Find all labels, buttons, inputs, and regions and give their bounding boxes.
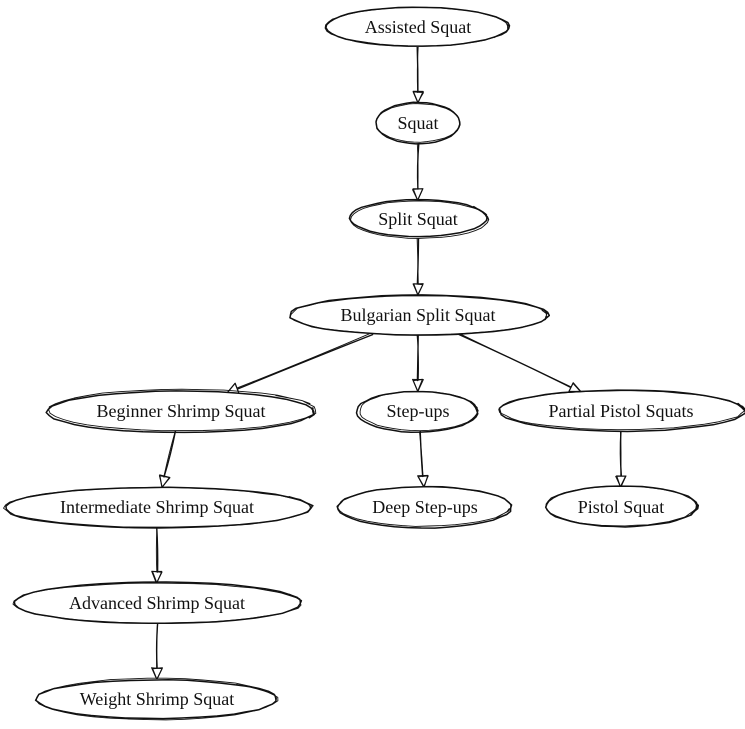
node-outline <box>324 6 510 47</box>
node-outline <box>545 485 698 527</box>
node-squat: Squat <box>375 101 461 145</box>
node-advanced-shrimp-squat: Advanced Shrimp Squat <box>12 581 303 625</box>
edge-squat-to-split-squat <box>412 141 424 201</box>
node-label: Intermediate Shrimp Squat <box>60 497 254 517</box>
edge-line <box>416 237 419 285</box>
node-label: Assisted Squat <box>365 17 472 37</box>
edge-line <box>163 430 176 477</box>
node-outline <box>35 677 279 721</box>
edge-partial-pistol-squats-to-pistol-squat <box>615 430 627 488</box>
node-fill <box>499 391 743 431</box>
node-label: Split Squat <box>378 209 458 229</box>
edge-bulgarian-split-squat-to-beginner-shrimp-squat <box>226 332 374 394</box>
edge-line <box>416 333 420 381</box>
node-assisted-squat: Assisted Squat <box>324 6 511 47</box>
node-fill <box>358 391 478 431</box>
node-fill <box>3 487 311 527</box>
edge-line <box>416 143 419 190</box>
node-weight-shrimp-squat: Weight Shrimp Squat <box>34 677 279 721</box>
edge-line <box>416 334 419 382</box>
node-fill <box>288 295 548 335</box>
node-label: Bulgarian Split Squat <box>341 305 496 325</box>
edge-beginner-shrimp-squat-to-intermediate-shrimp-squat <box>158 430 177 489</box>
node-outline <box>498 390 745 431</box>
edge-intermediate-shrimp-squat-to-advanced-shrimp-squat <box>151 526 163 584</box>
node-outline <box>337 486 512 527</box>
edges-layer <box>151 45 627 681</box>
arrow-head <box>412 378 424 392</box>
edge-line <box>619 430 622 476</box>
node-fill <box>37 679 277 719</box>
arrow-head <box>152 570 163 584</box>
node-split-squat: Split Squat <box>348 198 490 239</box>
arrow-head <box>412 188 424 201</box>
node-label: Pistol Squat <box>578 497 665 517</box>
node-step-ups: Step-ups <box>355 390 479 433</box>
edge-line <box>237 333 374 390</box>
node-pistol-squat: Pistol Squat <box>544 485 700 528</box>
node-label: Advanced Shrimp Squat <box>69 593 245 613</box>
arrow-head <box>151 667 163 680</box>
node-partial-pistol-squats: Partial Pistol Squats <box>498 389 745 433</box>
node-label: Partial Pistol Squats <box>548 401 693 421</box>
edge-step-ups-to-deep-step-ups <box>417 430 429 488</box>
node-outline <box>289 295 548 336</box>
node-label: Squat <box>397 113 438 133</box>
node-fill <box>544 487 698 527</box>
node-deep-step-ups: Deep Step-ups <box>336 485 513 529</box>
node-fill <box>48 391 314 431</box>
node-intermediate-shrimp-squat: Intermediate Shrimp Squat <box>3 486 314 529</box>
node-beginner-shrimp-squat: Beginner Shrimp Squat <box>45 388 317 434</box>
node-label: Deep Step-ups <box>372 497 477 517</box>
node-outline <box>48 388 317 432</box>
node-outline <box>12 582 302 624</box>
node-outline <box>375 103 461 143</box>
node-label: Step-ups <box>387 401 450 421</box>
node-bulgarian-split-squat: Bulgarian Split Squat <box>288 294 551 336</box>
edge-line <box>236 332 373 389</box>
node-outline <box>45 390 315 434</box>
node-fill <box>12 583 302 623</box>
node-label: Weight Shrimp Squat <box>80 689 235 709</box>
edge-line <box>419 431 424 478</box>
edge-line <box>156 622 158 669</box>
edge-line <box>457 333 572 388</box>
node-label: Beginner Shrimp Squat <box>97 401 266 421</box>
node-outline <box>348 198 488 238</box>
edge-line <box>416 46 419 93</box>
node-outline <box>3 486 313 529</box>
edge-split-squat-to-bulgarian-split-squat <box>412 237 424 296</box>
arrow-head <box>412 91 424 103</box>
edge-assisted-squat-to-squat <box>412 45 424 104</box>
node-fill <box>348 200 488 238</box>
node-outline <box>359 391 479 432</box>
node-fill <box>339 487 511 527</box>
edge-bulgarian-split-squat-to-partial-pistol-squats <box>457 332 582 393</box>
edge-line <box>458 332 572 388</box>
arrow-head <box>615 475 627 488</box>
node-fill <box>326 7 510 47</box>
arrow-head <box>158 475 171 488</box>
arrow-head <box>417 475 429 488</box>
edge-advanced-shrimp-squat-to-weight-shrimp-squat <box>151 621 163 681</box>
edge-line <box>155 526 158 573</box>
node-outline <box>350 200 490 239</box>
node-fill <box>376 103 460 143</box>
arrow-head <box>412 283 424 296</box>
edge-bulgarian-split-squat-to-step-ups <box>412 333 424 392</box>
